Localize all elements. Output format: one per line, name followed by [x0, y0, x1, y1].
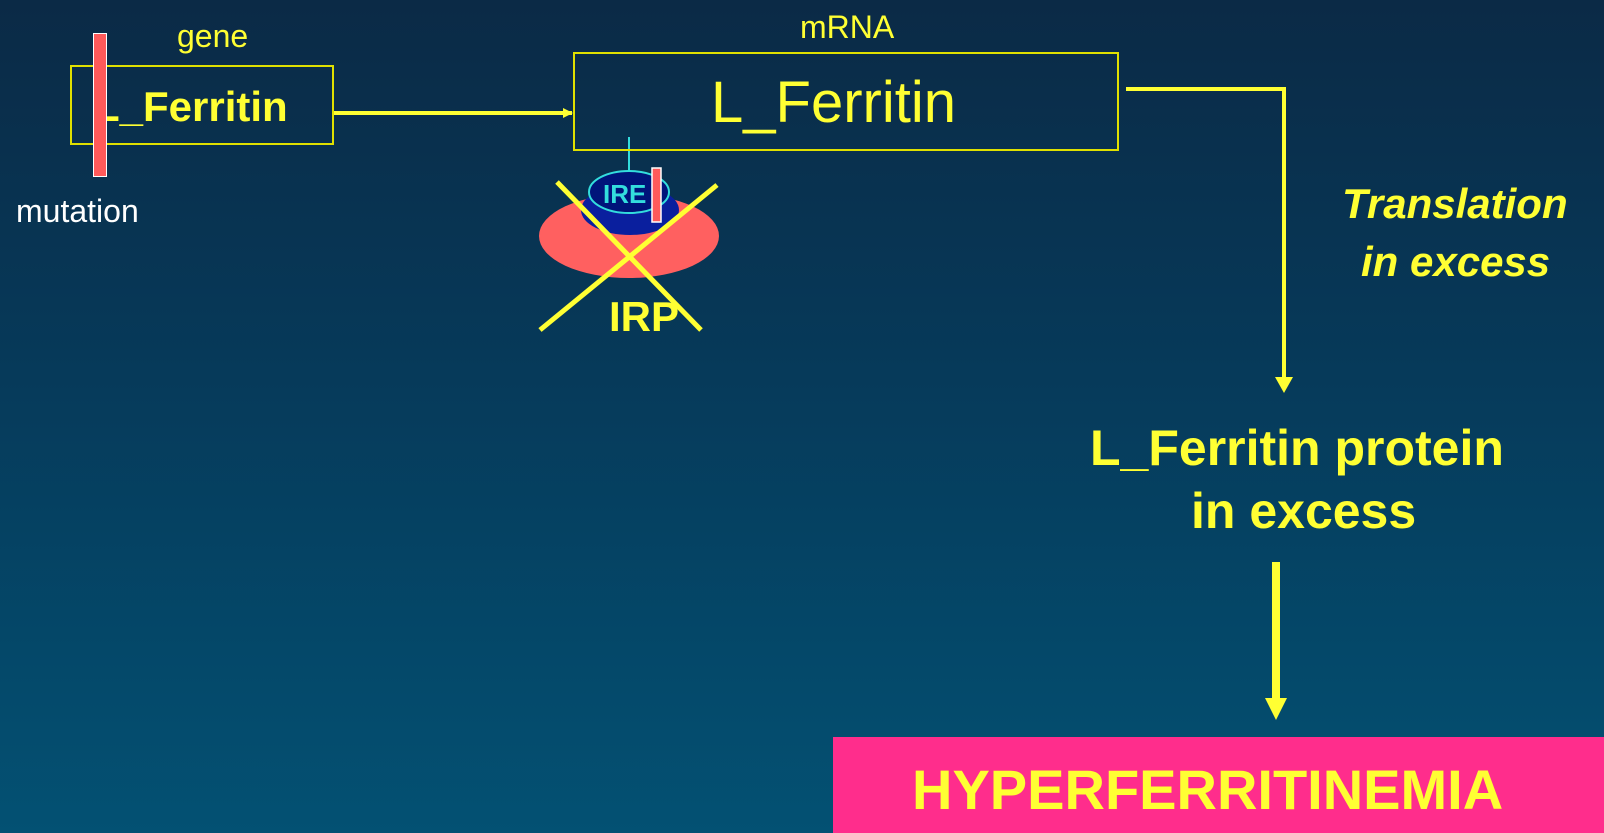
mrna-box-text: L_Ferritin	[711, 70, 956, 135]
protein-label-line2: in excess	[1191, 483, 1417, 539]
irp-label: IRP	[609, 293, 680, 340]
translation-arrowhead	[1275, 377, 1293, 393]
ire-shape	[588, 170, 670, 214]
mrna-box	[573, 52, 1119, 151]
hyperferritinemia-box	[833, 737, 1604, 833]
translation-label-line2: in excess	[1361, 238, 1551, 285]
gene-box-text: L_Ferritin	[94, 83, 288, 130]
protein-label-line1: L_Ferritin protein	[1090, 420, 1504, 476]
mrna-label: mRNA	[800, 9, 895, 45]
translation-arrow	[1126, 87, 1286, 385]
mutation-label: mutation	[16, 193, 139, 229]
hyperferritinemia-label: HYPERFERRITINEMIA	[912, 758, 1504, 821]
gene-box	[70, 65, 334, 145]
protein-to-result-arrowhead	[1265, 698, 1287, 720]
cross-line-b	[538, 183, 719, 332]
gene-label: gene	[177, 18, 249, 54]
ire-label: IRE	[603, 179, 647, 209]
ire-mutation-mark	[651, 167, 662, 223]
gene-mutation-mark	[93, 33, 107, 177]
translation-label-line1: Translation	[1342, 180, 1568, 227]
